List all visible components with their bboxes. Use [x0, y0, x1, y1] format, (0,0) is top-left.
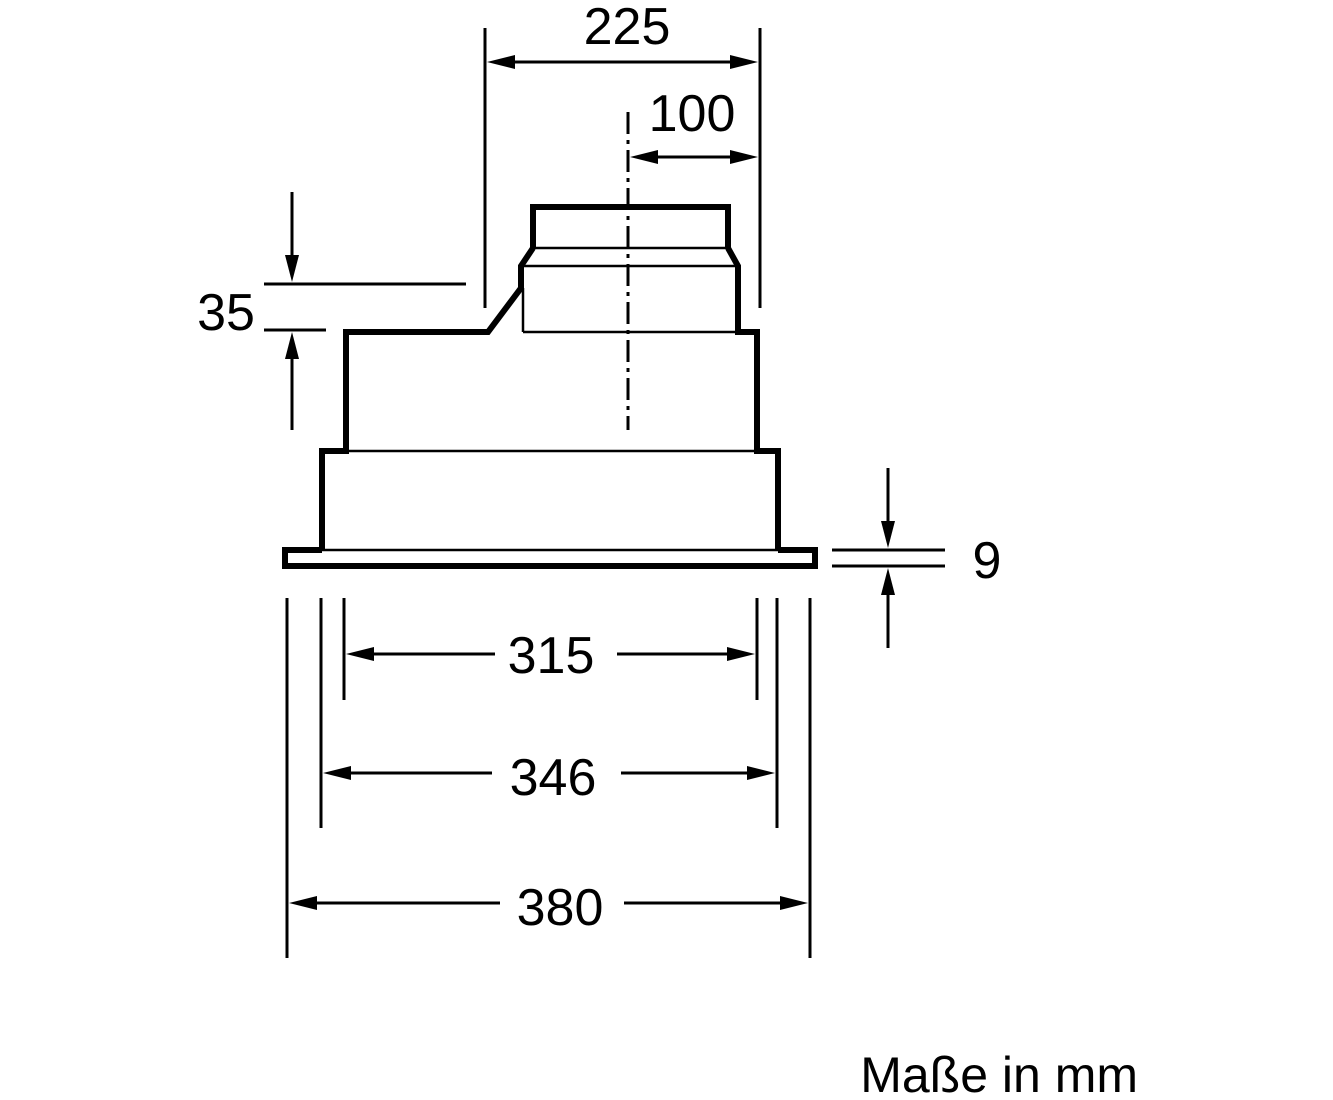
arrow-head [285, 332, 299, 359]
dimension-315: 315 [342, 598, 759, 700]
dimension-label: 35 [197, 284, 255, 342]
arrow-head [730, 55, 758, 69]
dimension-9: 9 [832, 468, 1001, 648]
dimension-35: 35 [197, 192, 466, 430]
dimension-label: 380 [517, 879, 604, 937]
arrow-head [487, 55, 515, 69]
dimension-346: 346 [319, 598, 779, 828]
arrow-head [730, 150, 758, 164]
outlet-transition [319, 246, 536, 550]
dimension-label: 346 [510, 749, 597, 807]
dimension-label: 315 [508, 627, 595, 685]
arrow-head [727, 647, 755, 661]
arrow-head [630, 150, 658, 164]
flange [282, 547, 818, 569]
arrow-head [289, 896, 317, 910]
arrow-head [881, 521, 895, 548]
dimension-label: 100 [649, 85, 736, 143]
dimension-label: 9 [973, 532, 1002, 590]
dimension-100: 100 [630, 85, 758, 164]
arrow-head [747, 766, 775, 780]
arrow-head [323, 766, 351, 780]
arrow-head [780, 896, 808, 910]
device-outline [282, 204, 818, 569]
units-caption: Maße in mm [860, 1047, 1138, 1100]
outlet-collar [530, 204, 731, 248]
dimension-380: 380 [285, 598, 812, 958]
dimension-225: 225 [483, 0, 762, 308]
outlet-transition-right [725, 246, 781, 550]
dimension-label: 225 [584, 0, 671, 56]
arrow-head [881, 568, 895, 595]
arrow-head [346, 647, 374, 661]
arrow-head [285, 255, 299, 282]
